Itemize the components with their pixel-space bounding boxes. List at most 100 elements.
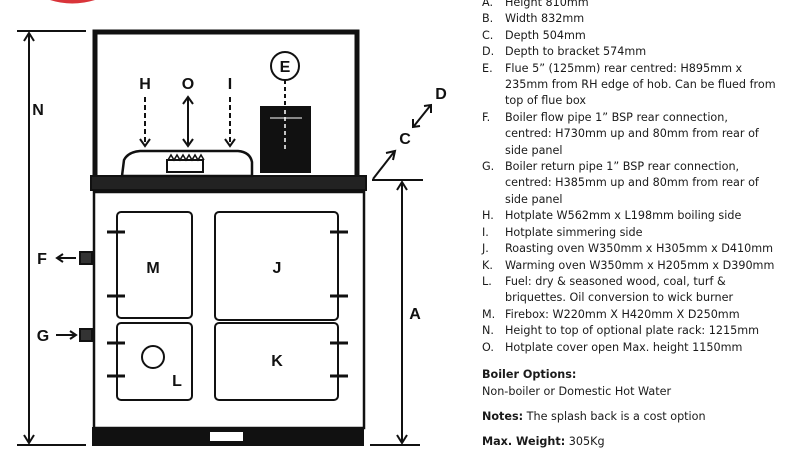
spec-text: Depth 504mm [505, 28, 586, 42]
spec-key: K. [482, 258, 493, 272]
spec-key: B. [482, 12, 494, 26]
spec-item-line: J. Roasting oven W350mm x H305mm x D410mm [482, 241, 776, 257]
spec-key: F. [482, 110, 491, 124]
air-control-dial [141, 345, 165, 369]
label-d: D [435, 86, 447, 103]
door-hinges [107, 230, 348, 378]
label-j: J [273, 260, 282, 277]
spec-key: C. [482, 28, 494, 42]
dimension-n [17, 30, 86, 446]
spec-key: M. [482, 307, 496, 321]
dimension-a [370, 180, 420, 446]
spec-item-line: F. Boiler flow pipe 1” BSP rear connectio… [482, 110, 776, 126]
spec-text: Height to top of optional plate rack: 12… [505, 324, 760, 338]
arrow-o [182, 95, 194, 148]
label-a: A [409, 306, 421, 323]
max-weight: Max. Weight: 305Kg [482, 435, 605, 448]
spec-item-line: centred: H730mm up and 80mm from rear of [482, 126, 776, 142]
lid-handle [166, 159, 204, 173]
flow-pipe [79, 251, 93, 265]
spec-item-line: O. Hotplate cover open Max. height 1150mm [482, 340, 776, 356]
spec-key: D. [482, 45, 495, 59]
max-weight-heading: Max. Weight: [482, 435, 566, 448]
warming-oven-door [214, 322, 339, 401]
label-h: H [139, 76, 151, 93]
spec-text: Depth to bracket 574mm [505, 45, 647, 59]
return-pipe [79, 328, 93, 342]
spec-text: briquettes. Oil conversion to wick burne… [505, 291, 734, 305]
spec-text: side panel [505, 192, 563, 206]
max-weight-value: 305Kg [565, 435, 605, 448]
spec-item-line: E. Flue 5” (125mm) rear centred: H895mm x [482, 61, 776, 77]
spec-text: side panel [505, 143, 563, 157]
label-l: L [172, 373, 182, 390]
arrow-c [372, 149, 423, 181]
spec-item-line: side panel [482, 143, 776, 159]
spec-text: Warming oven W350mm x H205mm x D390mm [505, 258, 775, 272]
hotplate-cover [120, 149, 254, 178]
notes: Notes: The splash back is a cost option [482, 410, 706, 423]
spec-key: I. [482, 225, 489, 239]
label-i: I [228, 76, 232, 93]
spec-item-line: 235mm from RH edge of hob. Can be flued … [482, 77, 776, 93]
spec-item-line: briquettes. Oil conversion to wick burne… [482, 290, 776, 306]
spec-text: Boiler return pipe 1” BSP rear connectio… [505, 160, 740, 174]
spec-item-line: B. Width 832mm [482, 11, 776, 27]
spec-item-line: I. Hotplate simmering side [482, 225, 776, 241]
label-g: G [37, 328, 49, 345]
spec-item-line: D. Depth to bracket 574mm [482, 44, 776, 60]
arrow-d [412, 103, 432, 129]
spec-item-line: top of flue box [482, 93, 776, 109]
spec-item-line: L. Fuel: dry & seasoned wood, coal, turf … [482, 274, 776, 290]
roasting-oven-door [214, 211, 339, 321]
notes-text: The splash back is a cost option [523, 410, 706, 423]
boiler-options-text: Non-boiler or Domestic Hot Water [482, 385, 672, 398]
spec-item-line: C. Depth 504mm [482, 28, 776, 44]
spec-key: A. [482, 0, 494, 9]
splashback [92, 29, 360, 181]
firebox-door [116, 211, 193, 319]
spec-key: G. [482, 160, 495, 174]
label-k: K [271, 353, 283, 370]
spec-text: top of flue box [505, 94, 587, 108]
spec-item-line: side panel [482, 192, 776, 208]
spec-item-line: M. Firebox: W220mm X H420mm X D250mm [482, 307, 776, 323]
spec-text: Boiler flow pipe 1” BSP rear connection, [505, 110, 728, 124]
label-o: O [182, 76, 194, 93]
spec-key: L. [482, 274, 492, 288]
spec-text: Height 810mm [505, 0, 589, 9]
arrow-g [56, 330, 78, 340]
spec-text: Fuel: dry & seasoned wood, coal, turf & [505, 274, 726, 288]
spec-item-line: centred: H385mm up and 80mm from rear of [482, 175, 776, 191]
spec-key: E. [482, 61, 493, 75]
spec-text: Width 832mm [505, 12, 585, 26]
label-e: E [280, 59, 291, 76]
spec-key: J. [482, 242, 489, 256]
spec-text: Hotplate cover open Max. height 1150mm [505, 340, 743, 354]
stove-body [92, 190, 366, 430]
spec-item-line: K. Warming oven W350mm x H205mm x D390mm [482, 258, 776, 274]
notes-heading: Notes: [482, 410, 524, 423]
arrow-f [55, 253, 76, 263]
spec-text: Hotplate W562mm x L198mm boiling side [505, 209, 742, 223]
label-c: C [399, 131, 411, 148]
spec-key: N. [482, 324, 494, 338]
spec-text: centred: H730mm up and 80mm from rear of [505, 127, 759, 141]
stove-dimension-diagram: N H O I E D C A F G M J K L [17, 0, 447, 446]
label-n: N [32, 102, 44, 119]
fuel-door [116, 322, 193, 401]
logo-fragment [50, 0, 95, 4]
spec-item-line: N. Height to top of optional plate rack: … [482, 323, 776, 339]
spec-item-line: G. Boiler return pipe 1” BSP rear connect… [482, 159, 776, 175]
spec-key: O. [482, 340, 494, 354]
spec-item-line: A. Height 810mm [482, 0, 776, 11]
spec-text: centred: H385mm up and 80mm from rear of [505, 176, 759, 190]
spec-text: Firebox: W220mm X H420mm X D250mm [505, 307, 740, 321]
spec-text: Roasting oven W350mm x H305mm x D410mm [505, 242, 774, 256]
spec-text: Hotplate simmering side [505, 225, 643, 239]
spec-text: 235mm from RH edge of hob. Can be flued … [505, 78, 776, 92]
spec-item-line: H.Hotplate W562mm x L198mm boiling side [482, 208, 776, 224]
hob [90, 175, 367, 191]
spec-text: Flue 5” (125mm) rear centred: H895mm x [505, 61, 743, 75]
